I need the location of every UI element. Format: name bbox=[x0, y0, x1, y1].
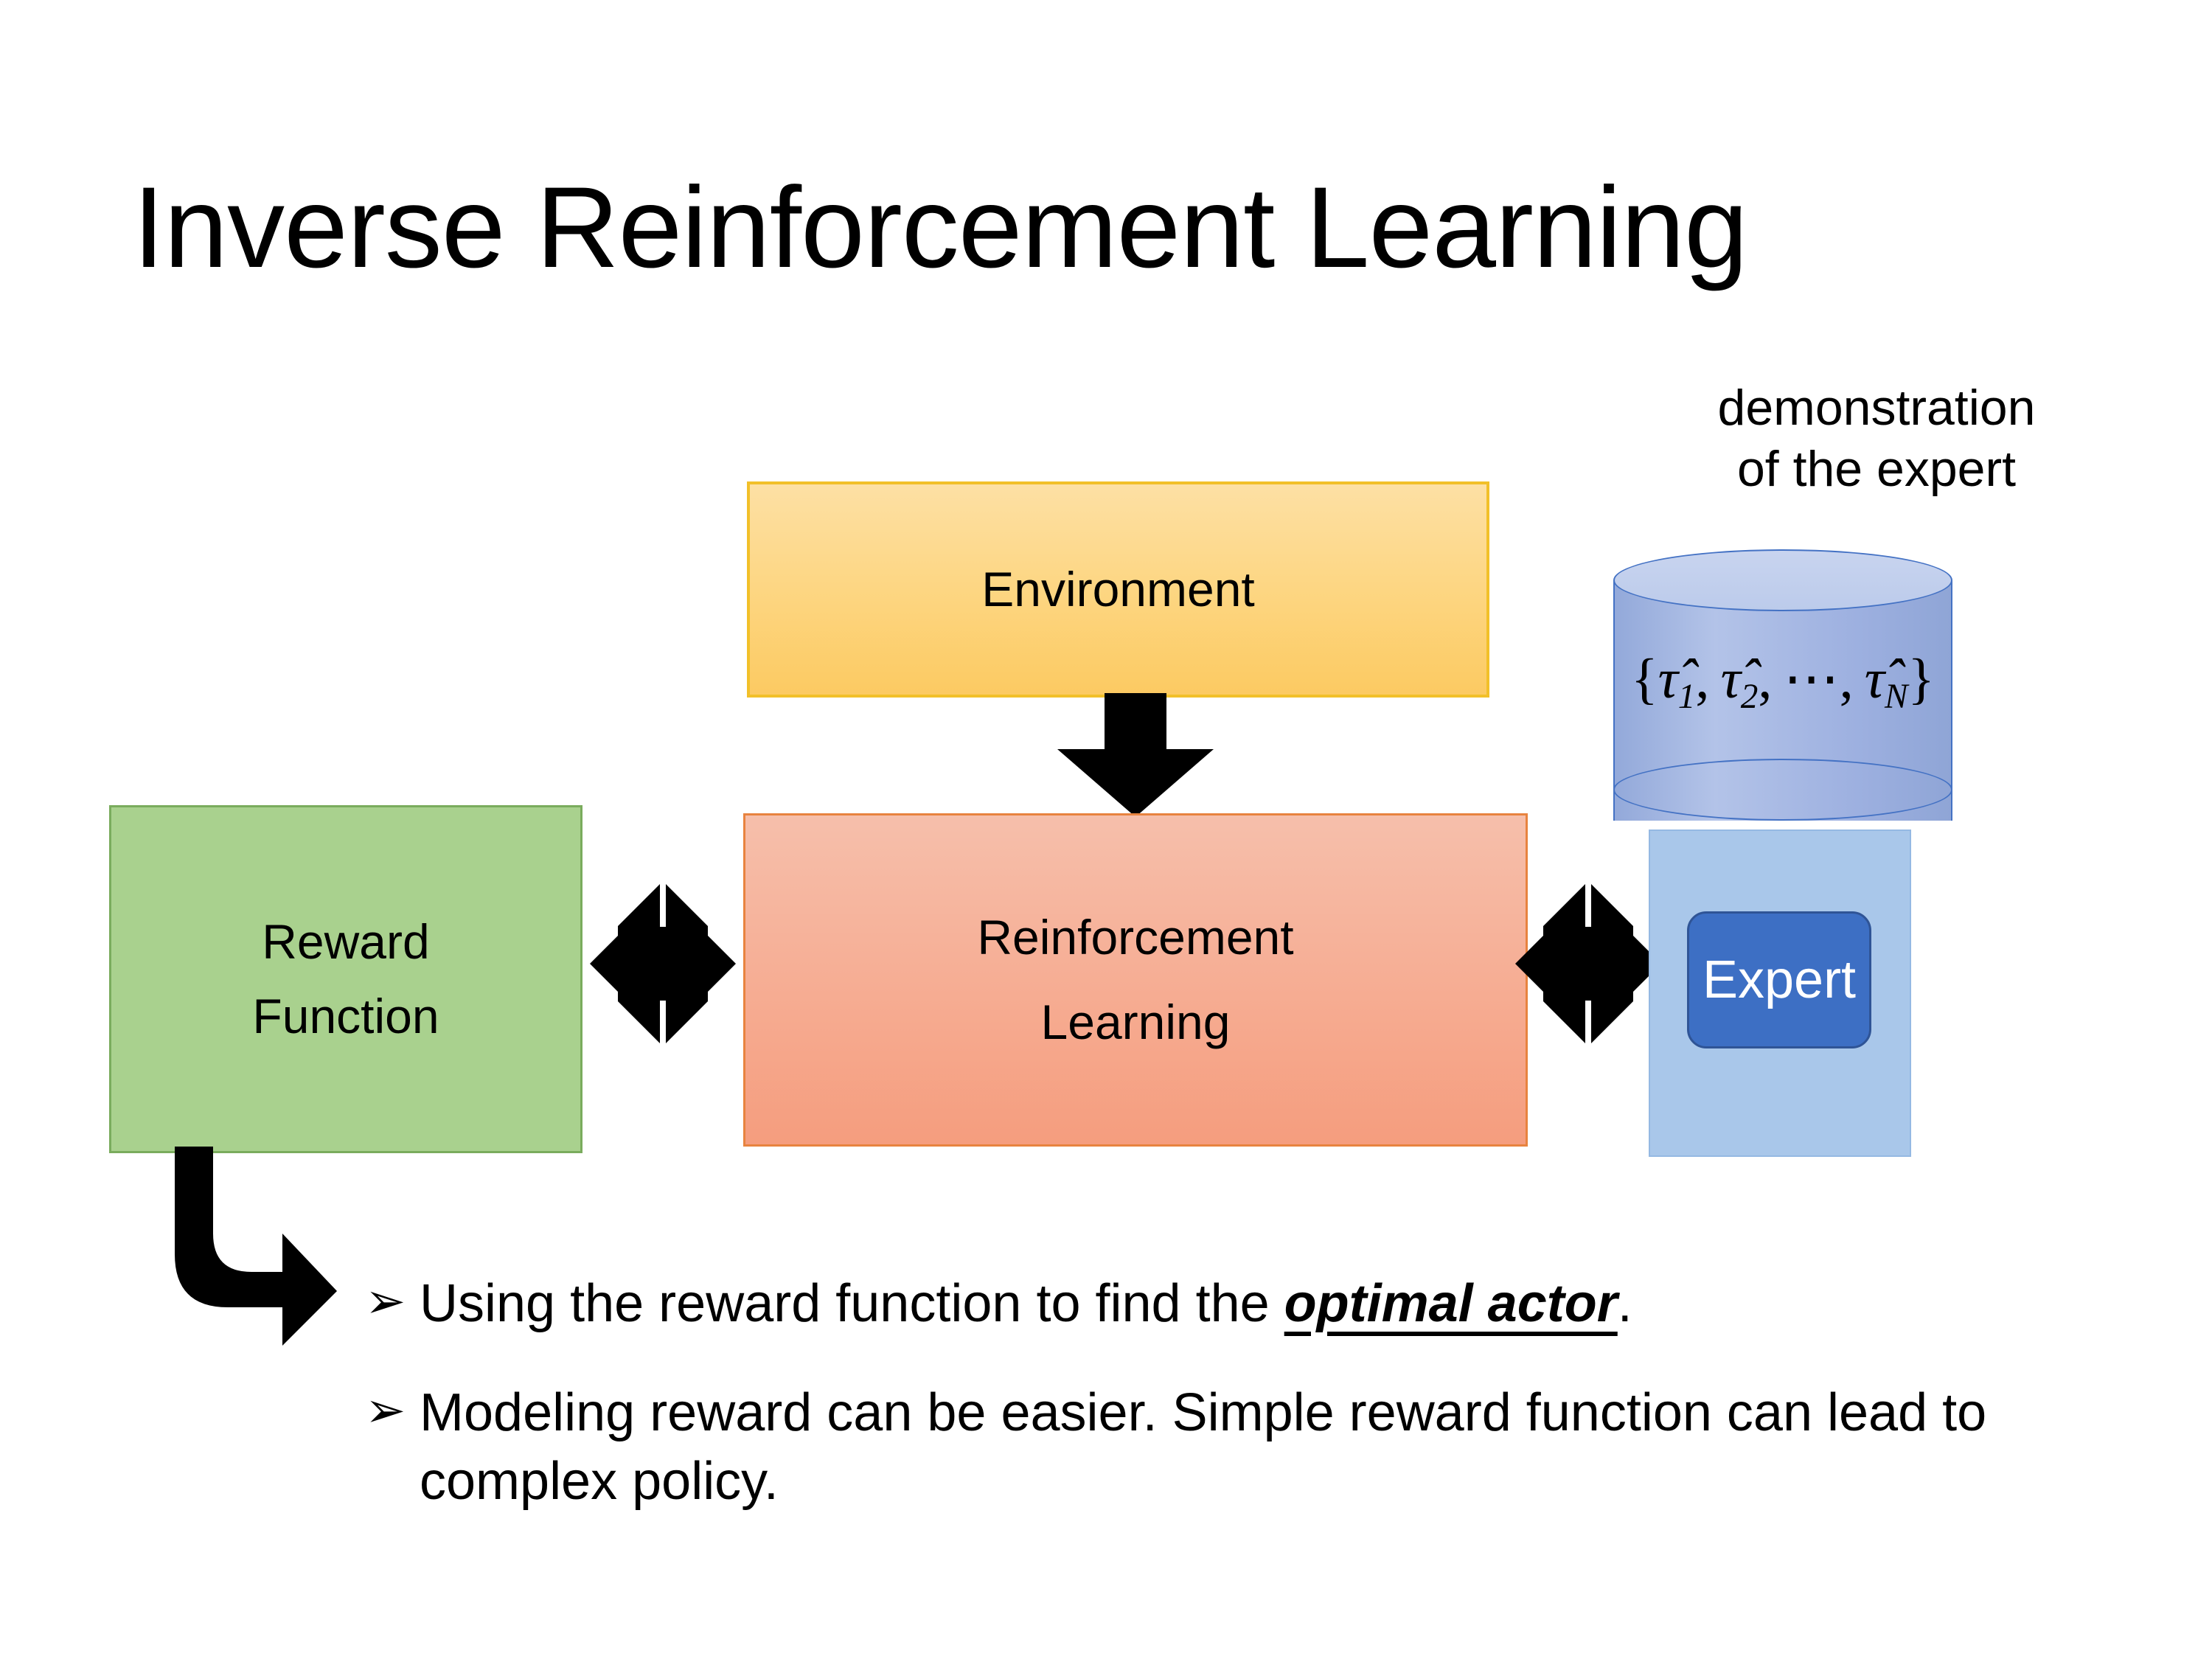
expert-box-label: Expert bbox=[1702, 950, 1857, 1009]
bullet-list: ➢ Using the reward function to find the … bbox=[365, 1270, 2098, 1517]
quad-arrow-icon bbox=[1515, 880, 1661, 1048]
bullet-arrow-icon: ➢ bbox=[365, 1382, 406, 1437]
list-item: ➢ Using the reward function to find the … bbox=[365, 1270, 2098, 1339]
bullet-text-1: Using the reward function to find the op… bbox=[420, 1270, 2098, 1339]
formula-comma-3: , bbox=[1839, 648, 1854, 710]
bullet-1-suffix: . bbox=[1617, 1274, 1632, 1333]
formula-sub-1: 1 bbox=[1677, 678, 1696, 717]
reward-box-label-line2: Function bbox=[252, 989, 439, 1043]
rl-box-label-line1: Reinforcement bbox=[977, 910, 1294, 965]
formula-comma-2: , bbox=[1758, 648, 1773, 710]
environment-box-label: Environment bbox=[981, 562, 1255, 617]
list-item: ➢ Modeling reward can be easier. Simple … bbox=[365, 1379, 2098, 1517]
formula-sub-2: 2 bbox=[1740, 678, 1759, 717]
expert-box[interactable]: Expert bbox=[1687, 911, 1871, 1048]
formula-close-brace: } bbox=[1907, 648, 1935, 710]
page-title: Inverse Reinforcement Learning bbox=[133, 164, 1748, 292]
quad-arrow-icon bbox=[590, 880, 736, 1048]
demonstration-label-line2: of the expert bbox=[1736, 440, 2017, 497]
formula-tau-2: τ̂ bbox=[1720, 648, 1741, 710]
bullet-2-prefix: Modeling reward can be easier. Simple re… bbox=[420, 1382, 1987, 1512]
reward-box-label-line1: Reward bbox=[262, 914, 430, 970]
formula-tau-1: τ̂ bbox=[1658, 648, 1678, 710]
formula-open-brace: { bbox=[1631, 648, 1658, 710]
formula-sub-n: N bbox=[1884, 678, 1908, 717]
bullet-1-prefix: Using the reward function to find the bbox=[420, 1274, 1284, 1333]
trajectory-set-formula: {τ̂1, τ̂2, ⋯, τ̂N} bbox=[1613, 645, 1952, 716]
cylinder-top-ellipse bbox=[1613, 549, 1952, 611]
formula-comma-1: , bbox=[1695, 648, 1710, 710]
bullet-1-emphasis: optimal actor bbox=[1284, 1274, 1618, 1333]
bullet-text-2: Modeling reward can be easier. Simple re… bbox=[420, 1379, 2098, 1517]
bullet-arrow-icon: ➢ bbox=[365, 1273, 406, 1328]
elbow-arrow-icon bbox=[175, 1147, 337, 1346]
demonstration-label-line1: demonstration bbox=[1717, 380, 2036, 436]
trajectory-cylinder[interactable]: {τ̂1, τ̂2, ⋯, τ̂N} bbox=[1613, 549, 1952, 852]
down-arrow-icon bbox=[1057, 693, 1214, 817]
reward-function-box[interactable]: Reward Function bbox=[109, 805, 582, 1153]
formula-tau-n: τ̂ bbox=[1864, 648, 1885, 710]
demonstration-label: demonstration of the expert bbox=[1633, 378, 2120, 500]
formula-ellipsis: ⋯ bbox=[1783, 648, 1840, 710]
reinforcement-learning-box[interactable]: Reinforcement Learning bbox=[743, 813, 1528, 1147]
cylinder-bottom-ellipse bbox=[1613, 759, 1952, 821]
rl-box-label-line2: Learning bbox=[1040, 995, 1231, 1049]
environment-box[interactable]: Environment bbox=[747, 481, 1489, 698]
